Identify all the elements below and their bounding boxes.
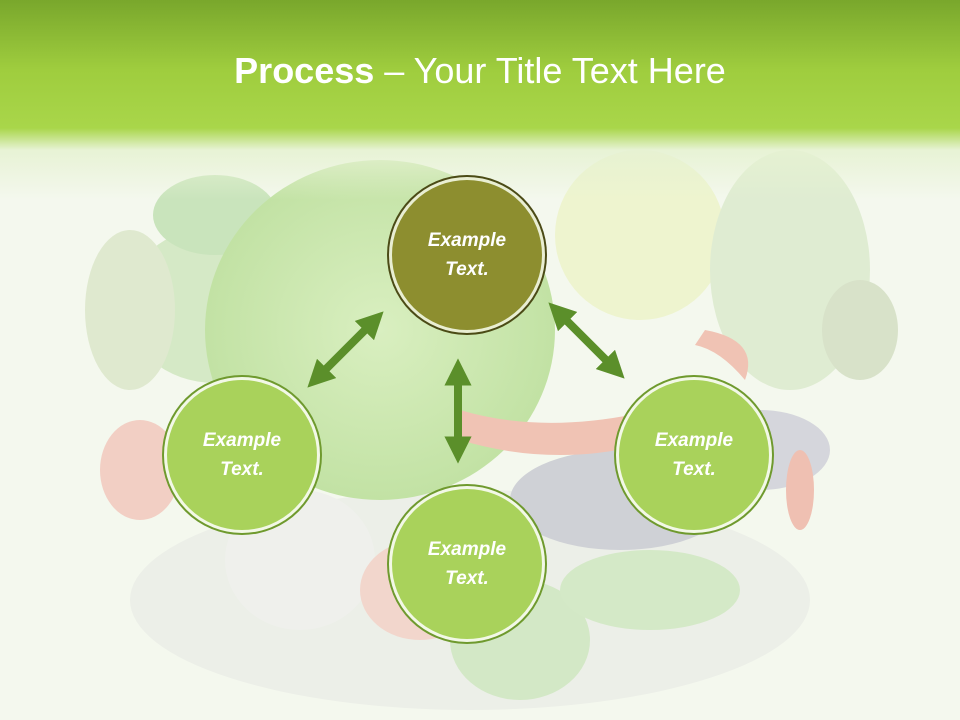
- circle-node-left: Example Text.: [164, 377, 320, 533]
- node-label: Example Text.: [202, 430, 282, 480]
- slide-title: Process – Your Title Text Here: [234, 50, 726, 91]
- circle-node-bottom: Example Text.: [389, 486, 545, 642]
- node-label: Example Text.: [427, 230, 507, 280]
- circle-node-right: Example Text.: [616, 377, 772, 533]
- node-label: Example Text.: [427, 539, 507, 589]
- arrow-top-right: [548, 302, 625, 379]
- circle-node-top: Example Text.: [389, 177, 545, 333]
- header-band: [0, 0, 960, 200]
- node-label: Example Text.: [654, 430, 734, 480]
- arrow-top-left: [307, 311, 384, 388]
